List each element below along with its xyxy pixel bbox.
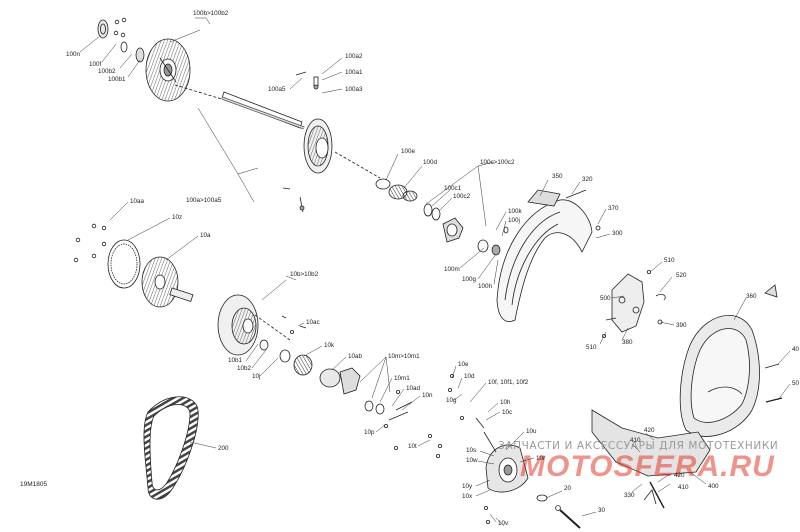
outer-cover xyxy=(591,284,783,509)
callout-330: 330 xyxy=(624,492,635,499)
callout-labels: 100n 100f 100b2 100b1 100b>100b2 100a2 1… xyxy=(20,10,800,527)
callout-40: 40 xyxy=(792,346,800,353)
callout-100c1: 100c1 xyxy=(444,185,462,192)
callout-100g: 100g xyxy=(462,276,477,283)
gearbox-assembly xyxy=(427,373,581,529)
drive-pulley-assembly xyxy=(73,223,413,450)
callout-510b: 510 xyxy=(586,344,597,351)
callout-10b2: 10b2 xyxy=(237,365,252,372)
callout-10g: 10g xyxy=(446,397,457,404)
callout-10p: 10p xyxy=(364,429,375,436)
callout-10c: 10c xyxy=(502,409,512,416)
callout-420: 420 xyxy=(644,427,655,434)
callout-400: 400 xyxy=(708,483,719,490)
callout-20: 20 xyxy=(564,485,572,492)
callout-100j: 100j xyxy=(508,217,520,224)
callout-100b2: 100b2 xyxy=(98,68,116,75)
callout-100k: 100k xyxy=(508,208,523,215)
callout-100c-100c2: 100c>100c2 xyxy=(480,159,515,166)
callout-100b1: 100b1 xyxy=(108,76,126,83)
callout-30: 30 xyxy=(598,507,606,514)
callout-390: 390 xyxy=(676,322,687,329)
callout-10e: 10e xyxy=(458,361,469,368)
callout-100a-100a5: 100a>100a5 xyxy=(186,197,222,204)
callout-10v: 10v xyxy=(498,520,509,527)
callout-10d: 10d xyxy=(464,373,475,380)
leader-lines xyxy=(79,17,791,527)
callout-100n: 100n xyxy=(66,51,81,58)
callout-350: 350 xyxy=(552,173,563,180)
callout-100b-100b2: 100b>100b2 xyxy=(193,10,229,17)
callout-10k: 10k xyxy=(324,342,335,349)
callout-410: 410 xyxy=(630,437,641,444)
callout-200: 200 xyxy=(218,445,229,452)
callout-100m: 100m xyxy=(444,266,460,273)
callout-10s: 10s xyxy=(466,447,476,454)
callout-10b-10b2: 10b>10b2 xyxy=(290,271,319,278)
callout-380: 380 xyxy=(622,339,633,346)
callout-10r: 10r xyxy=(536,455,545,462)
callout-10m1: 10m1 xyxy=(394,375,410,382)
callout-300: 300 xyxy=(612,230,623,237)
callout-50: 50 xyxy=(792,380,800,387)
watermark-caption: ЗАПЧАСТИ И АКСЕССУАРЫ ДЛЯ МОТОТЕХНИКИ xyxy=(498,440,778,452)
callout-100a2: 100a2 xyxy=(345,53,363,60)
callout-10f-10f1-10f2: 10f, 10f1, 10f2 xyxy=(488,379,529,386)
callout-10t: 10t xyxy=(408,443,417,450)
callout-10ac: 10ac xyxy=(306,319,320,326)
callout-410b: 410 xyxy=(678,484,689,491)
callout-370: 370 xyxy=(608,205,619,212)
callout-10ab: 10ab xyxy=(348,353,363,360)
diagram-code: 19M1805 xyxy=(20,481,47,488)
callout-10aa: 10aa xyxy=(130,198,145,205)
callout-10n: 10n xyxy=(422,392,433,399)
watermark-logo: MOTOSFERA.RU xyxy=(520,450,775,483)
callout-320: 320 xyxy=(582,176,593,183)
callout-520: 520 xyxy=(676,272,687,279)
callout-510: 510 xyxy=(664,257,675,264)
drive-belt xyxy=(143,396,199,500)
callout-10z: 10z xyxy=(172,214,182,221)
tensioner-assembly xyxy=(602,269,666,338)
callout-100f: 100f xyxy=(89,61,102,68)
belt-guard xyxy=(496,189,601,322)
callout-100d: 100d xyxy=(423,159,438,166)
upper-pulley-assembly xyxy=(97,17,509,256)
watermark: ЗАПЧАСТИ И АКСЕССУАРЫ ДЛЯ МОТОТЕХНИКИ MO… xyxy=(498,440,778,483)
callout-100a3: 100a3 xyxy=(345,86,363,93)
callout-10b1: 10b1 xyxy=(228,357,243,364)
callout-10u: 10u xyxy=(526,428,537,435)
callout-100e: 100e xyxy=(401,148,416,155)
callout-10x: 10x xyxy=(462,493,473,500)
callout-360: 360 xyxy=(746,293,757,300)
callout-10y: 10y xyxy=(462,483,473,490)
callout-420b: 420 xyxy=(674,472,685,479)
callout-500: 500 xyxy=(600,295,611,302)
callout-100c2: 100c2 xyxy=(453,193,471,200)
callout-100h: 100h xyxy=(478,283,493,290)
callout-10j: 10j xyxy=(252,373,260,380)
callout-10a: 10a xyxy=(200,232,211,239)
callout-100a5: 100a5 xyxy=(268,86,286,93)
callout-10w: 10w xyxy=(466,457,478,464)
callout-100a1: 100a1 xyxy=(345,69,363,76)
callout-10ad: 10ad xyxy=(406,385,421,392)
callout-10h: 10h xyxy=(500,399,511,406)
callout-10m-10m1: 10m>10m1 xyxy=(388,353,420,360)
